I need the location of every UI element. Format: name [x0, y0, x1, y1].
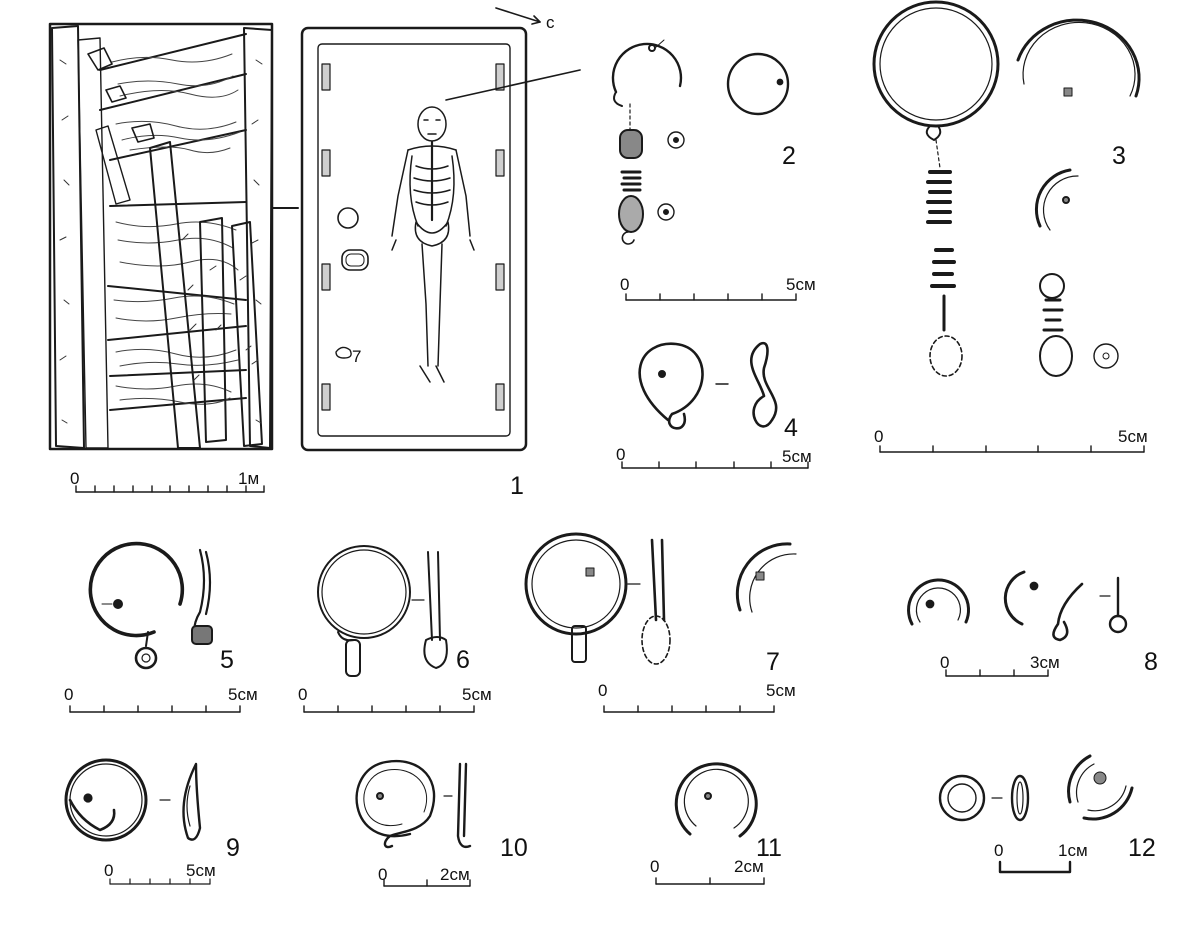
figure-6-number: 6 [456, 646, 470, 674]
large-ring-with-twisted-pendant-drawing [872, 0, 1141, 377]
scale-fig1-end: 1м [238, 469, 259, 488]
scale-fig12-start: 0 [994, 841, 1003, 860]
small-ring-fragments-drawing [907, 570, 1128, 642]
figure-2-number: 2 [782, 142, 796, 170]
figure-4-number: 4 [784, 414, 798, 442]
scale-fig5-start: 0 [64, 685, 73, 704]
north-arrow-label: с [546, 13, 555, 32]
tiny-rings-drawing [938, 754, 1134, 822]
scale-fig6-end: 5см [462, 685, 492, 704]
scale-fig3-start: 0 [874, 427, 883, 446]
scale-fig10-end: 2см [440, 865, 470, 884]
segmented-ring-with-hook-drawing [355, 759, 472, 849]
scale-fig5-end: 5см [228, 685, 258, 704]
earring-with-pendant-drawing [611, 39, 790, 245]
scale-fig6-start: 0 [298, 685, 307, 704]
figure-12-number: 12 [1128, 834, 1156, 862]
scale-fig8-end: 3см [1030, 653, 1060, 672]
scale-bar-fig7: 0 5см [598, 681, 796, 713]
leader-line [445, 69, 581, 101]
figure-11-number: 11 [756, 834, 782, 862]
scale-fig2-end: 5см [786, 275, 816, 294]
scale-bar-fig4: 0 5см [616, 445, 812, 469]
scale-fig4-start: 0 [616, 445, 625, 464]
grave-log-cover-drawing [48, 22, 274, 451]
scale-fig12-end: 1см [1058, 841, 1088, 860]
scale-fig9-start: 0 [104, 861, 113, 880]
scale-bar-fig9: 0 5см [104, 861, 216, 885]
ring-with-straight-pendant-drawing [317, 545, 448, 677]
figure-5-number: 5 [220, 646, 234, 674]
scale-fig11-start: 0 [650, 857, 659, 876]
grave-floor-plan: 7 [300, 26, 528, 452]
fragmented-ring-drawing [674, 762, 758, 838]
scale-bar-fig8: 0 3см [940, 653, 1060, 677]
figure-10-number: 10 [500, 834, 528, 862]
scale-bar-fig2: 0 5см [620, 275, 816, 301]
figure-3-number: 3 [1112, 142, 1126, 170]
scale-bar-fig1: 0 1м [70, 469, 265, 493]
figure-1-number: 1 [510, 472, 524, 500]
scale-fig3-end: 5см [1118, 427, 1148, 446]
scale-fig8-start: 0 [940, 653, 949, 672]
scale-bar-fig11: 0 2см [650, 857, 765, 885]
scale-fig4-end: 5см [782, 447, 812, 466]
scale-bar-fig6: 0 5см [298, 685, 492, 713]
ring-with-knot-drawing [64, 758, 202, 842]
scale-fig10-start: 0 [378, 865, 387, 884]
scale-fig7-start: 0 [598, 681, 607, 700]
scale-bar-fig5: 0 5см [64, 685, 258, 713]
figure-7-number: 7 [766, 648, 780, 676]
figure-9-number: 9 [226, 834, 240, 862]
scale-fig2-start: 0 [620, 275, 629, 294]
scale-fig1-start: 0 [70, 469, 79, 488]
figure-8-number: 8 [1144, 648, 1158, 676]
ring-with-cylinder-pendant-drawing [524, 532, 797, 665]
skeleton-drawing [391, 106, 475, 383]
ring-with-loop-pendant-drawing [88, 541, 213, 670]
scale-fig7-end: 5см [766, 681, 796, 700]
north-arrow: с [495, 7, 555, 32]
grave-object-label: 7 [352, 347, 361, 366]
scale-bar-fig3: 0 5см [874, 427, 1148, 453]
scale-fig9-end: 5см [186, 861, 216, 880]
scale-bar-fig10: 0 2см [378, 865, 471, 887]
scale-bar-fig12: 0 1см [994, 841, 1088, 874]
scale-fig11-end: 2см [734, 857, 764, 876]
figure-eight-ring-drawing [638, 341, 778, 430]
